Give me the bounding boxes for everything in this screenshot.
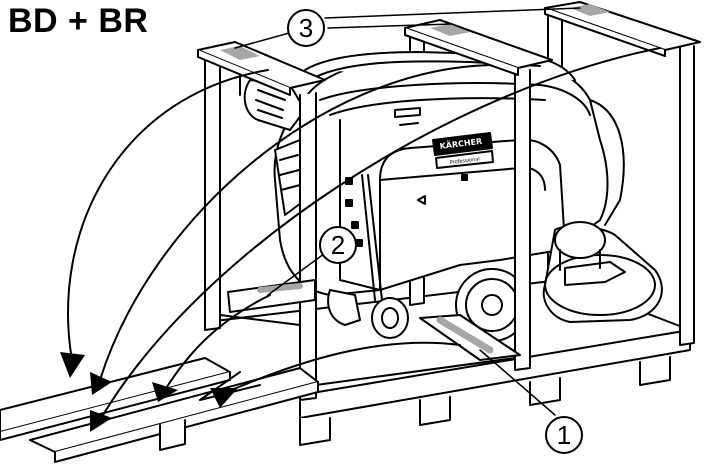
beam-highlights-3 bbox=[220, 4, 610, 60]
arrowheads bbox=[60, 352, 238, 432]
brand-sub-text: Professional bbox=[450, 156, 481, 166]
callout-circles bbox=[287, 9, 583, 454]
board-1 bbox=[419, 314, 521, 361]
callout-label-2: 2 bbox=[331, 230, 345, 260]
callout-label-1: 1 bbox=[557, 420, 571, 450]
arrows bbox=[67, 47, 661, 421]
brand-plate bbox=[432, 132, 494, 169]
side-boards-2 bbox=[227, 279, 316, 313]
callout-label-3: 3 bbox=[299, 13, 313, 43]
leader-lines bbox=[234, 7, 581, 416]
diagram-title: BD + BR bbox=[8, 2, 149, 40]
